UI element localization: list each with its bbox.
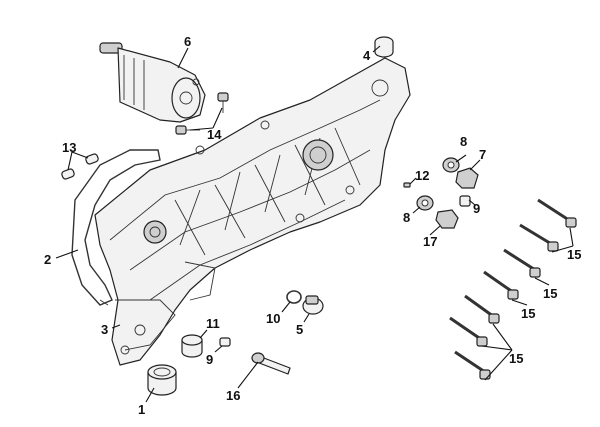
plug-17: [435, 209, 459, 229]
shaft-16: [251, 352, 291, 375]
plug-7: [455, 167, 479, 189]
label-part-9a: 9: [473, 201, 480, 216]
o-ring-9-top: [459, 195, 471, 207]
starter-motor: [99, 42, 206, 123]
label-part-3: 3: [101, 322, 108, 337]
bushing-4: [374, 36, 394, 58]
o-ring-10: [286, 290, 302, 304]
label-part-7: 7: [479, 147, 486, 162]
label-part-11: 11: [206, 316, 220, 331]
label-part-15c: 15: [521, 306, 535, 321]
oil-seal-8-top: [442, 157, 460, 173]
dowel-pins-13: [61, 153, 99, 180]
label-part-16: 16: [226, 388, 240, 403]
label-part-15b: 15: [543, 286, 557, 301]
gasket: [71, 149, 161, 306]
label-part-8a: 8: [460, 134, 467, 149]
crankcase-body: [94, 57, 411, 366]
label-part-6: 6: [184, 34, 191, 49]
bushing-11: [181, 334, 203, 358]
bolts-15: [449, 198, 577, 380]
label-part-15a: 15: [567, 247, 581, 262]
oil-seal-8-bottom: [416, 195, 434, 211]
drain-plug-5: [302, 295, 324, 315]
label-part-8b: 8: [403, 210, 410, 225]
label-part-5: 5: [296, 322, 303, 337]
label-part-14: 14: [207, 127, 222, 142]
bolt-14: [175, 92, 229, 135]
pin-9-bottom: [219, 337, 231, 347]
bearing-1: [147, 364, 177, 396]
pin-12: [403, 182, 411, 188]
label-part-4: 4: [363, 48, 371, 63]
label-part-9b: 9: [206, 352, 213, 367]
label-part-15d: 15: [509, 351, 523, 366]
leader-lines: [55, 45, 574, 403]
label-part-12: 12: [415, 168, 429, 183]
label-part-2: 2: [44, 252, 51, 267]
label-part-1: 1: [138, 402, 145, 417]
label-part-10: 10: [266, 311, 280, 326]
label-part-17: 17: [423, 234, 437, 249]
part-labels: 1 2 3 4 5 6 7 8 8 9 9 10 11 12 13 14 15 …: [44, 34, 581, 417]
label-part-13: 13: [62, 140, 76, 155]
